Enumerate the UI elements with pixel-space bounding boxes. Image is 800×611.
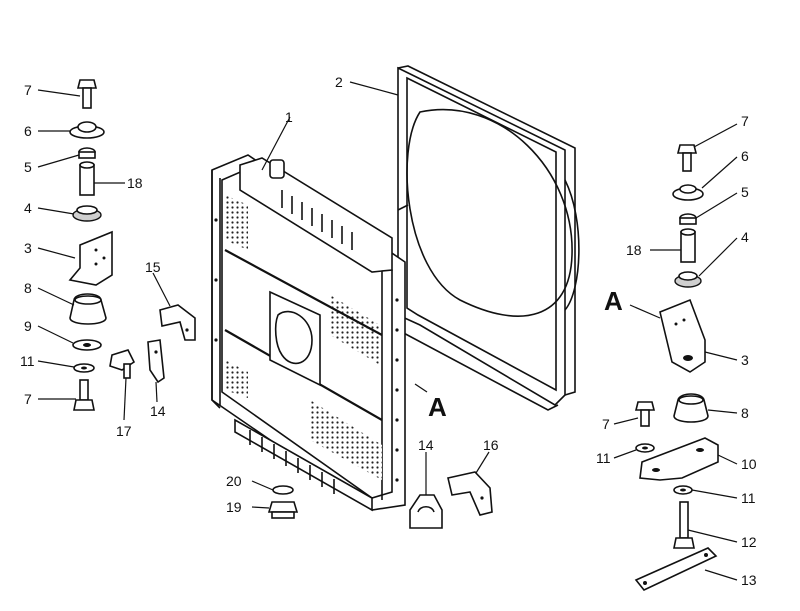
- bracket-16: [447, 471, 493, 516]
- label-part-1: 1: [285, 109, 293, 125]
- label-17: 17: [116, 423, 132, 439]
- label-20: 20: [226, 473, 242, 489]
- label-right-8: 8: [741, 405, 749, 421]
- left-washer-9: [72, 339, 102, 351]
- label-14-left: 14: [150, 403, 166, 419]
- radiator-core: [211, 154, 406, 512]
- label-right-12: 12: [741, 534, 757, 550]
- right-bush-4: [674, 271, 702, 288]
- label-right-7-top: 7: [741, 113, 749, 129]
- label-15: 15: [145, 259, 161, 275]
- right-rubber-mount-8: [673, 393, 709, 423]
- fan-shroud: [397, 65, 580, 411]
- label-right-13: 13: [741, 572, 757, 588]
- section-marker-a-right: A: [604, 286, 623, 316]
- right-spacer-18: [680, 228, 696, 263]
- left-bolt-7-top: [76, 79, 98, 109]
- label-left-5: 5: [24, 159, 32, 175]
- label-right-6: 6: [741, 148, 749, 164]
- leader-lines: [37, 81, 738, 581]
- label-right-5: 5: [741, 184, 749, 200]
- label-14-bottom: 14: [418, 437, 434, 453]
- left-bracket-3: [68, 230, 113, 286]
- left-cup-washer-6: [69, 121, 105, 139]
- right-bracket-3: [659, 298, 706, 373]
- left-sleeve-5: [78, 147, 96, 159]
- left-bush-4: [72, 205, 102, 222]
- right-strap-13: [634, 547, 718, 591]
- left-bolt-7-bottom: [73, 379, 95, 411]
- label-right-10: 10: [741, 456, 757, 472]
- label-left-3: 3: [24, 240, 32, 256]
- label-right-3: 3: [741, 352, 749, 368]
- part-number-labels: 1 2 7 6 5 18 4 3 8 9 11 7 15 14 17 20 19…: [20, 74, 757, 588]
- label-part-2: 2: [335, 74, 343, 90]
- left-spacer-18: [79, 161, 95, 196]
- label-right-7-bottom: 7: [602, 416, 610, 432]
- left-washer-11: [73, 363, 95, 373]
- label-left-9: 9: [24, 318, 32, 334]
- right-bolt-7-bottom: [634, 401, 656, 427]
- right-plate-10: [639, 437, 719, 481]
- label-left-7-top: 7: [24, 82, 32, 98]
- label-right-18: 18: [626, 242, 642, 258]
- right-cup-washer-6: [672, 184, 704, 201]
- right-bolt-7-top: [676, 144, 698, 172]
- label-right-11-top: 11: [596, 450, 611, 466]
- right-washer-11-bottom: [673, 485, 693, 495]
- label-16: 16: [483, 437, 499, 453]
- label-left-8: 8: [24, 280, 32, 296]
- label-left-6: 6: [24, 123, 32, 139]
- drain-valve-17: [109, 349, 136, 379]
- label-19: 19: [226, 499, 242, 515]
- bracket-14-bottom: [409, 494, 443, 529]
- section-marker-a-center: A: [428, 392, 447, 422]
- label-right-11-bottom: 11: [741, 490, 756, 506]
- label-right-4: 4: [741, 229, 749, 245]
- gasket-20: [272, 485, 294, 495]
- bracket-14-left: [147, 339, 165, 384]
- label-left-7-bottom: 7: [24, 391, 32, 407]
- label-left-11: 11: [20, 353, 35, 369]
- bracket-15: [159, 304, 196, 341]
- right-sleeve-5: [679, 213, 697, 225]
- left-rubber-mount-8: [69, 293, 107, 325]
- nut-19: [267, 501, 299, 519]
- label-left-18: 18: [127, 175, 143, 191]
- right-bolt-12: [673, 501, 695, 549]
- label-left-4: 4: [24, 200, 32, 216]
- right-washer-11-top: [635, 443, 655, 453]
